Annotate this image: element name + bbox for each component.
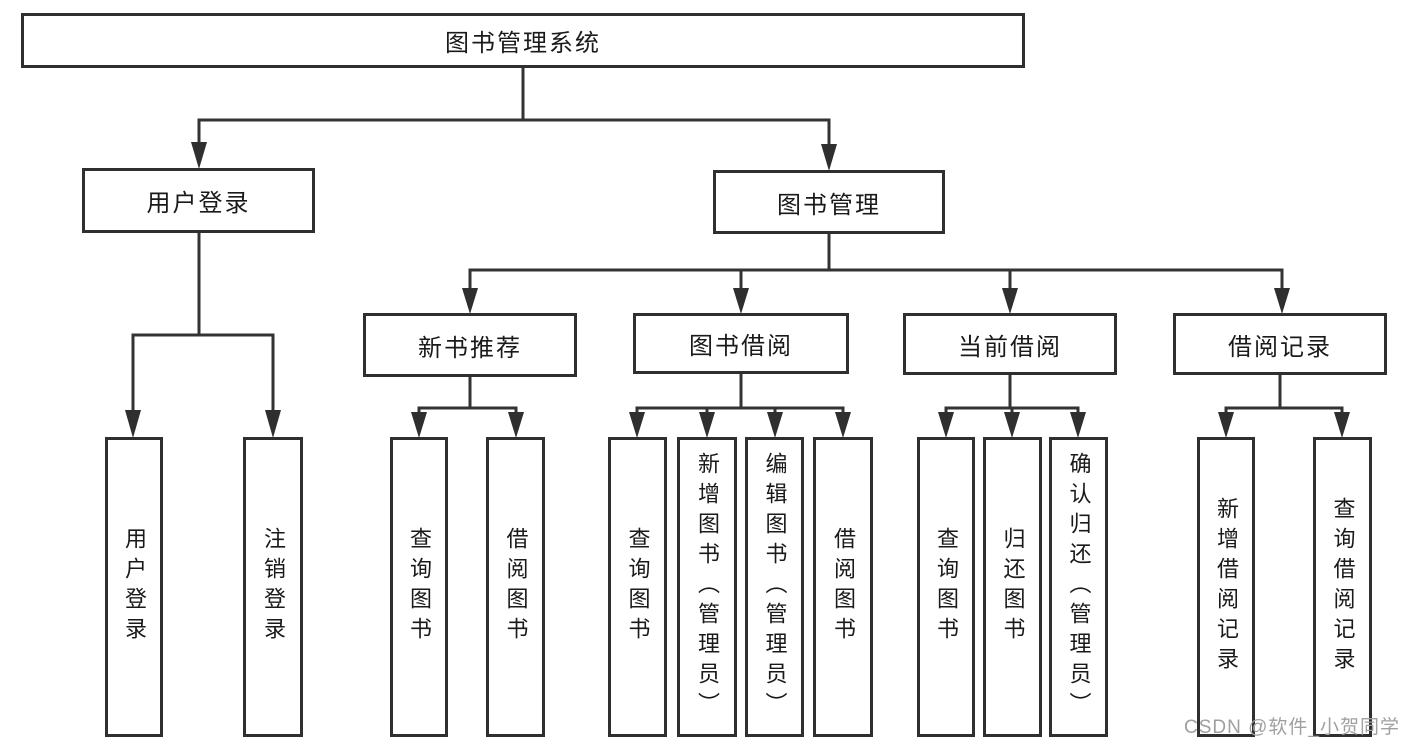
node-root: 图书管理系统 (21, 13, 1025, 68)
leaf-records-query: 查询借阅记录 (1313, 437, 1372, 737)
leaf-logout: 注销登录 (243, 437, 303, 737)
leaf-user-login: 用户登录 (105, 437, 163, 737)
node-book-management: 图书管理 (713, 170, 945, 234)
leaf-borrow-book: 借阅图书 (813, 437, 873, 737)
watermark: CSDN @软件_小贺同学 (1184, 717, 1400, 738)
node-book-borrow: 图书借阅 (633, 313, 849, 374)
leaf-borrow-add: 新增图书（管理员） (677, 437, 737, 737)
leaf-current-return: 归还图书 (983, 437, 1042, 737)
node-new-books: 新书推荐 (363, 313, 577, 377)
leaf-borrow-edit: 编辑图书（管理员） (745, 437, 804, 737)
leaf-current-query: 查询图书 (917, 437, 975, 737)
node-borrow-records: 借阅记录 (1173, 313, 1387, 375)
leaf-newbooks-query: 查询图书 (390, 437, 448, 737)
leaf-records-add: 新增借阅记录 (1197, 437, 1255, 737)
leaf-borrow-query: 查询图书 (608, 437, 667, 737)
node-user-login: 用户登录 (82, 168, 315, 233)
leaf-current-confirm-return: 确认归还（管理员） (1049, 437, 1108, 737)
leaf-newbooks-borrow: 借阅图书 (486, 437, 545, 737)
node-current-borrow: 当前借阅 (903, 313, 1117, 375)
